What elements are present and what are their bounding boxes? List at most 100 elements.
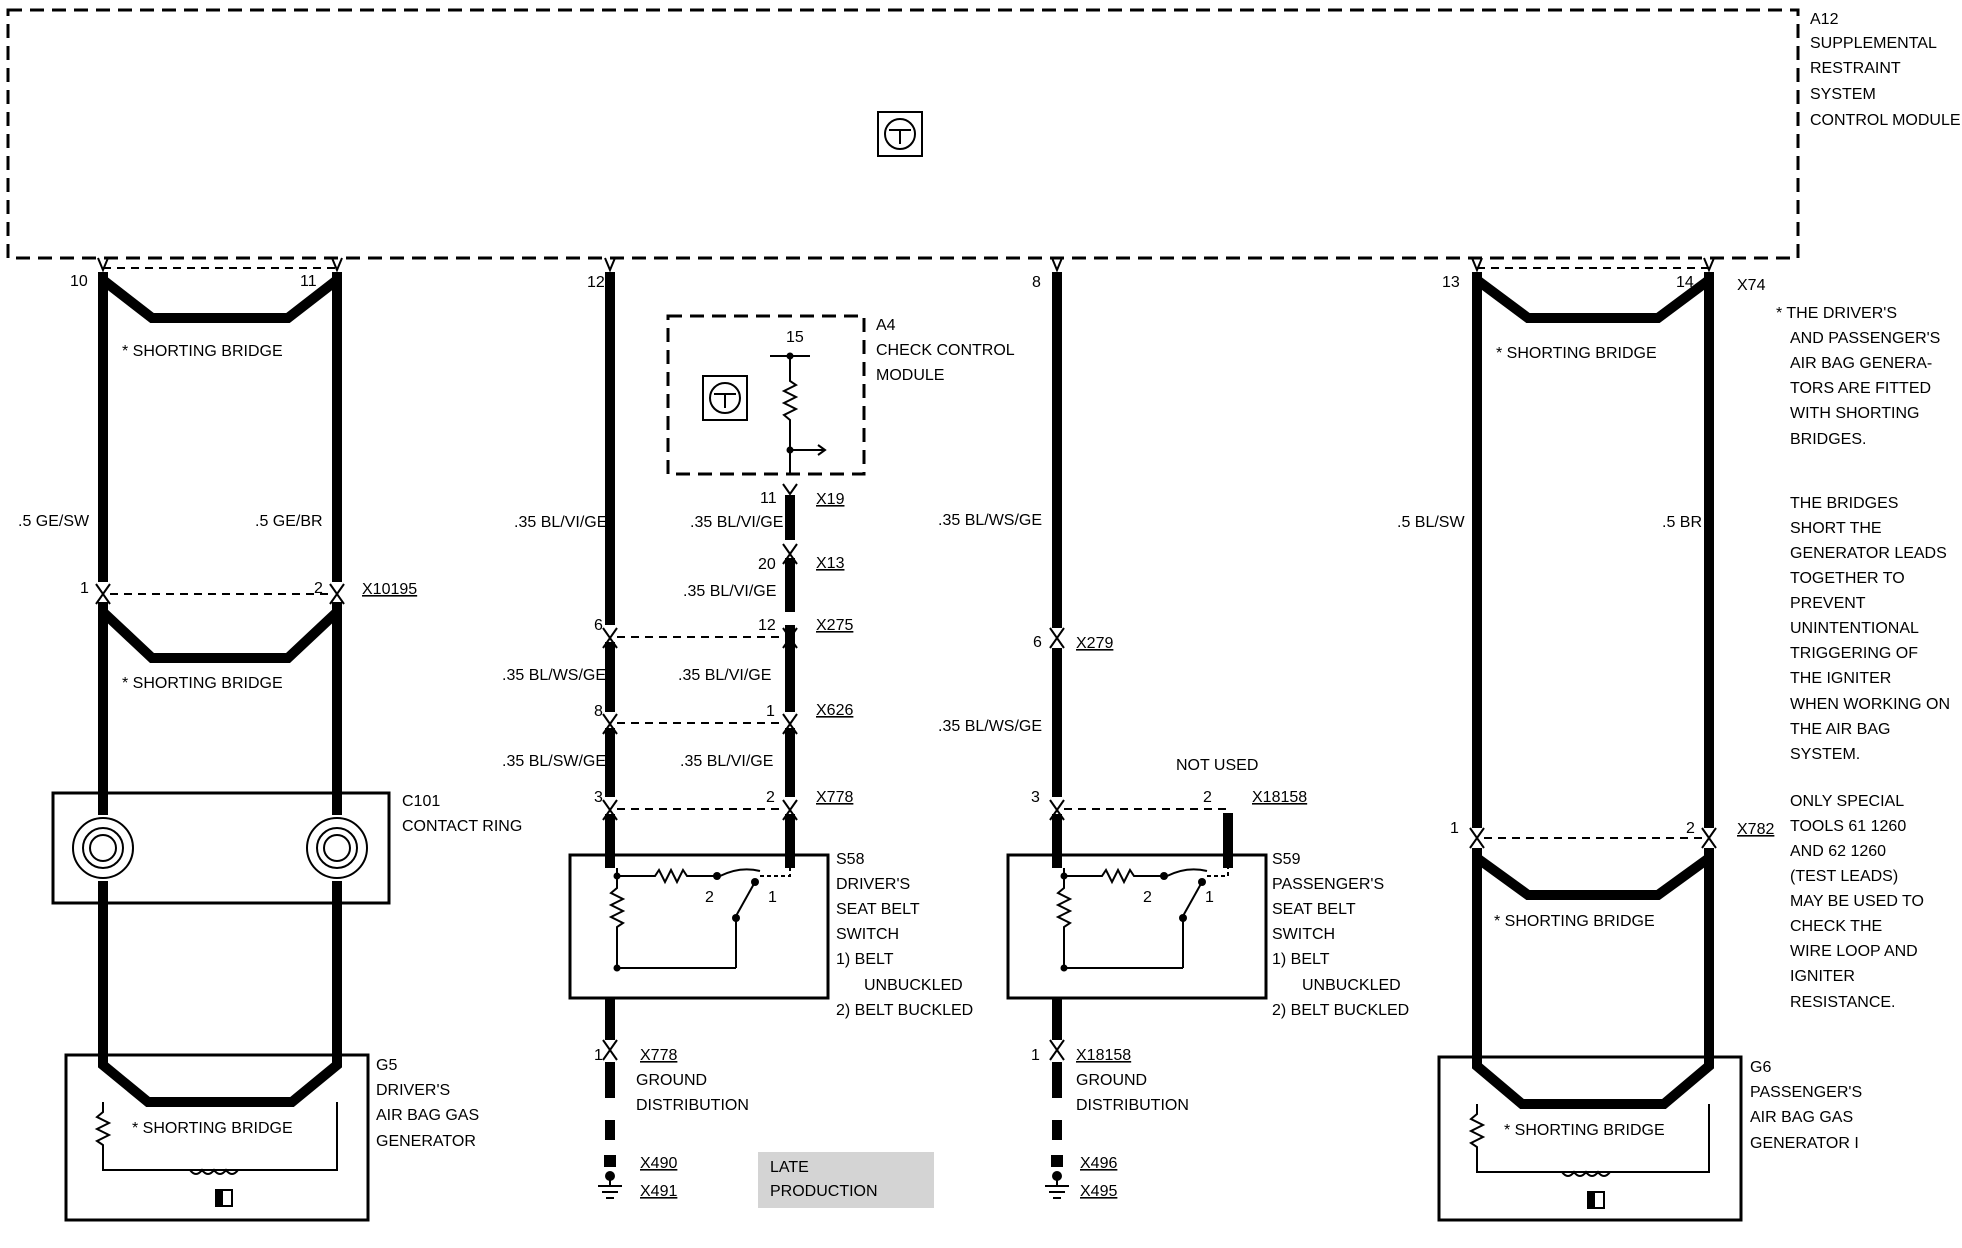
- g6-id: G6: [1750, 1059, 1771, 1076]
- g5-label-3: GENERATOR: [376, 1133, 476, 1150]
- ground-right-label-1: GROUND: [1076, 1072, 1147, 1089]
- airbag-generator-icon: [215, 1189, 233, 1207]
- a12-pin-ticks: [97, 257, 1715, 273]
- wire-color-11: .5 GE/BR: [255, 513, 323, 530]
- wire-color-x626-right: .35 BL/VI/GE: [680, 753, 773, 770]
- pin-14: 14: [1676, 274, 1694, 291]
- s59-id: S59: [1272, 851, 1301, 868]
- contact-ring-icon: [72, 817, 368, 879]
- s59-label-4: 1) BELT: [1272, 951, 1330, 968]
- note3-line: AND 62 1260: [1790, 843, 1886, 860]
- note1-line: AND PASSENGER'S: [1790, 330, 1940, 347]
- note3-line: RESISTANCE.: [1790, 994, 1896, 1011]
- note2-line: UNINTENTIONAL: [1790, 620, 1919, 637]
- s58-driver-belt-switch: [568, 853, 830, 1000]
- a12-control-module: A12 SUPPLEMENTAL RESTRAINT SYSTEM CONTRO…: [6, 8, 1961, 260]
- s59-switch-pos-1: 1: [1205, 889, 1214, 906]
- ground-right-conn: X18158: [1076, 1047, 1131, 1064]
- x626-label: X626: [816, 702, 853, 719]
- s59-switch-pos-2: 2: [1143, 889, 1152, 906]
- bridge-label-6: * SHORTING BRIDGE: [1504, 1122, 1665, 1139]
- module-symbol-icon: [702, 375, 748, 421]
- wire-color-a4-out: .35 BL/VI/GE: [690, 514, 783, 531]
- note2-line: GENERATOR LEADS: [1790, 545, 1947, 562]
- note3-line: CHECK THE: [1790, 918, 1882, 935]
- c101-contact-ring: [51, 791, 391, 905]
- g6-label-1: PASSENGER'S: [1750, 1084, 1862, 1101]
- a4-id: A4: [876, 317, 896, 334]
- note-shorting-bridges: * THE DRIVER'S AND PASSENGER'S AIR BAG G…: [1776, 305, 1940, 448]
- x782-pin-2: 2: [1686, 820, 1695, 837]
- g6-label-3: GENERATOR I: [1750, 1135, 1859, 1152]
- ground-icon: [1045, 1155, 1069, 1199]
- a4-label-1: CHECK CONTROL: [876, 342, 1015, 359]
- passenger-airbag-circuit: [1469, 272, 1717, 1057]
- x275-pin-12: 12: [758, 617, 776, 634]
- ground-left-label-1: GROUND: [636, 1072, 707, 1089]
- s58-label-3: SWITCH: [836, 926, 899, 943]
- s59-label-6: 2) BELT BUCKLED: [1272, 1002, 1409, 1019]
- wire-color-13: .5 BL/SW: [1397, 514, 1465, 531]
- x18158-label: X18158: [1252, 789, 1307, 806]
- a12-label-3: SYSTEM: [1810, 86, 1876, 103]
- x782-pin-1: 1: [1450, 820, 1459, 837]
- wire-color-x13-out: .35 BL/VI/GE: [683, 583, 776, 600]
- a12-id: A12: [1810, 11, 1839, 28]
- pin-13: 13: [1442, 274, 1460, 291]
- s58-label-5: UNBUCKLED: [864, 977, 963, 994]
- note1-line: * THE DRIVER'S: [1776, 305, 1897, 322]
- note3-line: (TEST LEADS): [1790, 868, 1898, 885]
- x10195-label: X10195: [362, 581, 417, 598]
- x13-pin: 20: [758, 556, 776, 573]
- note2-line: THE AIR BAG: [1790, 721, 1890, 738]
- x19-label: X19: [816, 491, 845, 508]
- wire-color-12: .35 BL/VI/GE: [514, 514, 607, 531]
- late-production-label-2: PRODUCTION: [770, 1183, 878, 1200]
- note2-line: THE BRIDGES: [1790, 495, 1898, 512]
- x782-label: X782: [1737, 821, 1774, 838]
- pin-10: 10: [70, 273, 88, 290]
- note2-line: WHEN WORKING ON: [1790, 696, 1950, 713]
- g6-label-2: AIR BAG GAS: [1750, 1109, 1853, 1126]
- s59-label-1: PASSENGER'S: [1272, 876, 1384, 893]
- note-special-tools: ONLY SPECIAL TOOLS 61 1260 AND 62 1260 (…: [1790, 793, 1924, 1011]
- s58-id: S58: [836, 851, 865, 868]
- note2-line: SHORT THE: [1790, 520, 1882, 537]
- wire-color-x626-left: .35 BL/SW/GE: [502, 753, 606, 770]
- wire-color-8: .35 BL/WS/GE: [938, 512, 1042, 529]
- s58-switch-pos-2: 2: [705, 889, 714, 906]
- ground-left-label-2: DISTRIBUTION: [636, 1097, 749, 1114]
- a4-label-2: MODULE: [876, 367, 944, 384]
- s59-passenger-belt-switch: [1006, 853, 1268, 1000]
- s59-label-3: SWITCH: [1272, 926, 1335, 943]
- driver-airbag-circuit: [98, 272, 342, 1055]
- module-symbol-icon: [877, 111, 923, 157]
- x18158-pin-3: 3: [1031, 789, 1040, 806]
- g5-driver-generator: [64, 1053, 370, 1222]
- s58-label-4: 1) BELT: [836, 951, 894, 968]
- note2-line: PREVENT: [1790, 595, 1866, 612]
- ground-left-g2: X491: [640, 1183, 677, 1200]
- s58-label-6: 2) BELT BUCKLED: [836, 1002, 973, 1019]
- x778-label: X778: [816, 789, 853, 806]
- a12-label-1: SUPPLEMENTAL: [1810, 35, 1937, 52]
- x74-label: X74: [1737, 277, 1766, 294]
- s58-label-2: SEAT BELT: [836, 901, 920, 918]
- x275-pin-6: 6: [594, 617, 603, 634]
- ground-left-g1: X490: [640, 1155, 677, 1172]
- note2-line: THE IGNITER: [1790, 670, 1891, 687]
- x18158-pin-2: 2: [1203, 789, 1212, 806]
- a4-pin-15: 15: [786, 329, 804, 346]
- bridge-label-4: * SHORTING BRIDGE: [1496, 345, 1657, 362]
- pin-8: 8: [1032, 274, 1041, 291]
- x10195-connector: [95, 583, 345, 605]
- note1-line: BRIDGES.: [1790, 431, 1866, 448]
- x279-label: X279: [1076, 635, 1113, 652]
- s59-label-5: UNBUCKLED: [1302, 977, 1401, 994]
- x275-label: X275: [816, 617, 853, 634]
- bridge-label-3: * SHORTING BRIDGE: [132, 1120, 293, 1137]
- ground-icon: [598, 1155, 622, 1199]
- pin-12: 12: [587, 274, 605, 291]
- note1-line: TORS ARE FITTED: [1790, 380, 1931, 397]
